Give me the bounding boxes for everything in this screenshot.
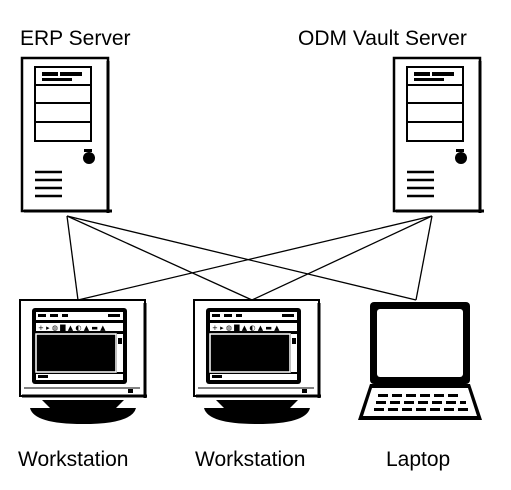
laptop-label: Laptop — [386, 448, 451, 471]
odm-vault-server-icon — [392, 56, 486, 215]
edge-erp-workstation-1 — [66, 215, 79, 301]
workstation-1-label: Workstation — [18, 448, 129, 471]
workstation-2-label: Workstation — [195, 448, 306, 471]
edge-erp-workstation-2 — [66, 215, 253, 301]
edge-erp-laptop — [66, 215, 417, 301]
edge-odm-laptop — [415, 215, 433, 301]
erp-server-label: ERP Server — [20, 27, 131, 50]
connection-lines — [66, 215, 433, 301]
erp-server-icon — [20, 56, 114, 215]
edge-odm-workstation-2 — [251, 215, 433, 301]
laptop-icon — [358, 302, 482, 420]
workstation-1-icon — [18, 298, 149, 426]
odm-vault-server-label: ODM Vault Server — [298, 27, 467, 50]
workstation-2-icon — [192, 298, 323, 426]
edge-odm-workstation-1 — [77, 215, 433, 301]
